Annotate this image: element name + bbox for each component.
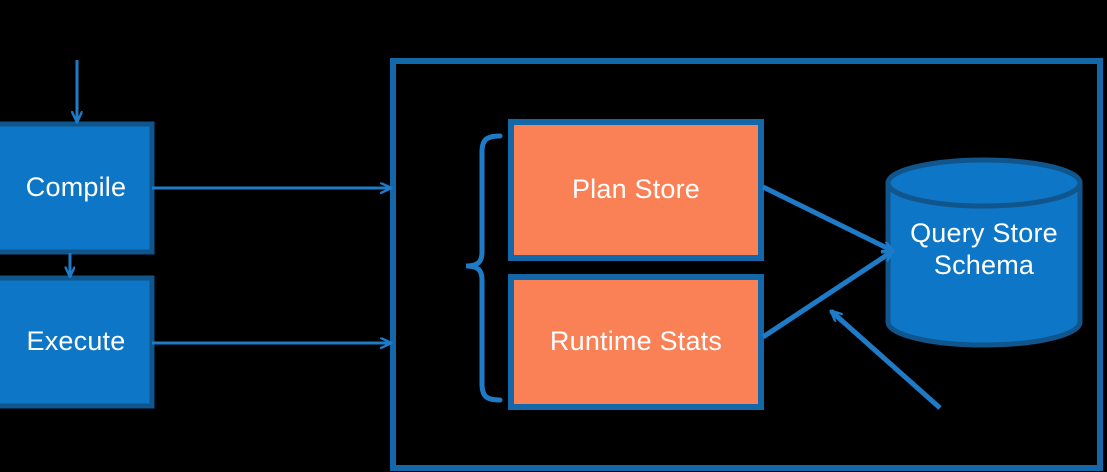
connector-external-to-schema — [829, 309, 942, 410]
query-store-schema-cylinder[interactable] — [885, 157, 1083, 348]
connector-plan-store-to-schema — [761, 184, 893, 254]
runtime-stats-box[interactable] — [508, 274, 764, 410]
query-store-boundary — [390, 58, 1103, 471]
compile-box[interactable] — [0, 121, 155, 255]
connector-runtime-stats-to-schema — [761, 248, 893, 340]
plan-store-box[interactable] — [508, 119, 764, 261]
cylinder-body — [885, 180, 1083, 348]
execute-box[interactable] — [0, 275, 155, 409]
cylinder-top-cap — [885, 157, 1083, 209]
store-group-brace — [465, 133, 503, 403]
